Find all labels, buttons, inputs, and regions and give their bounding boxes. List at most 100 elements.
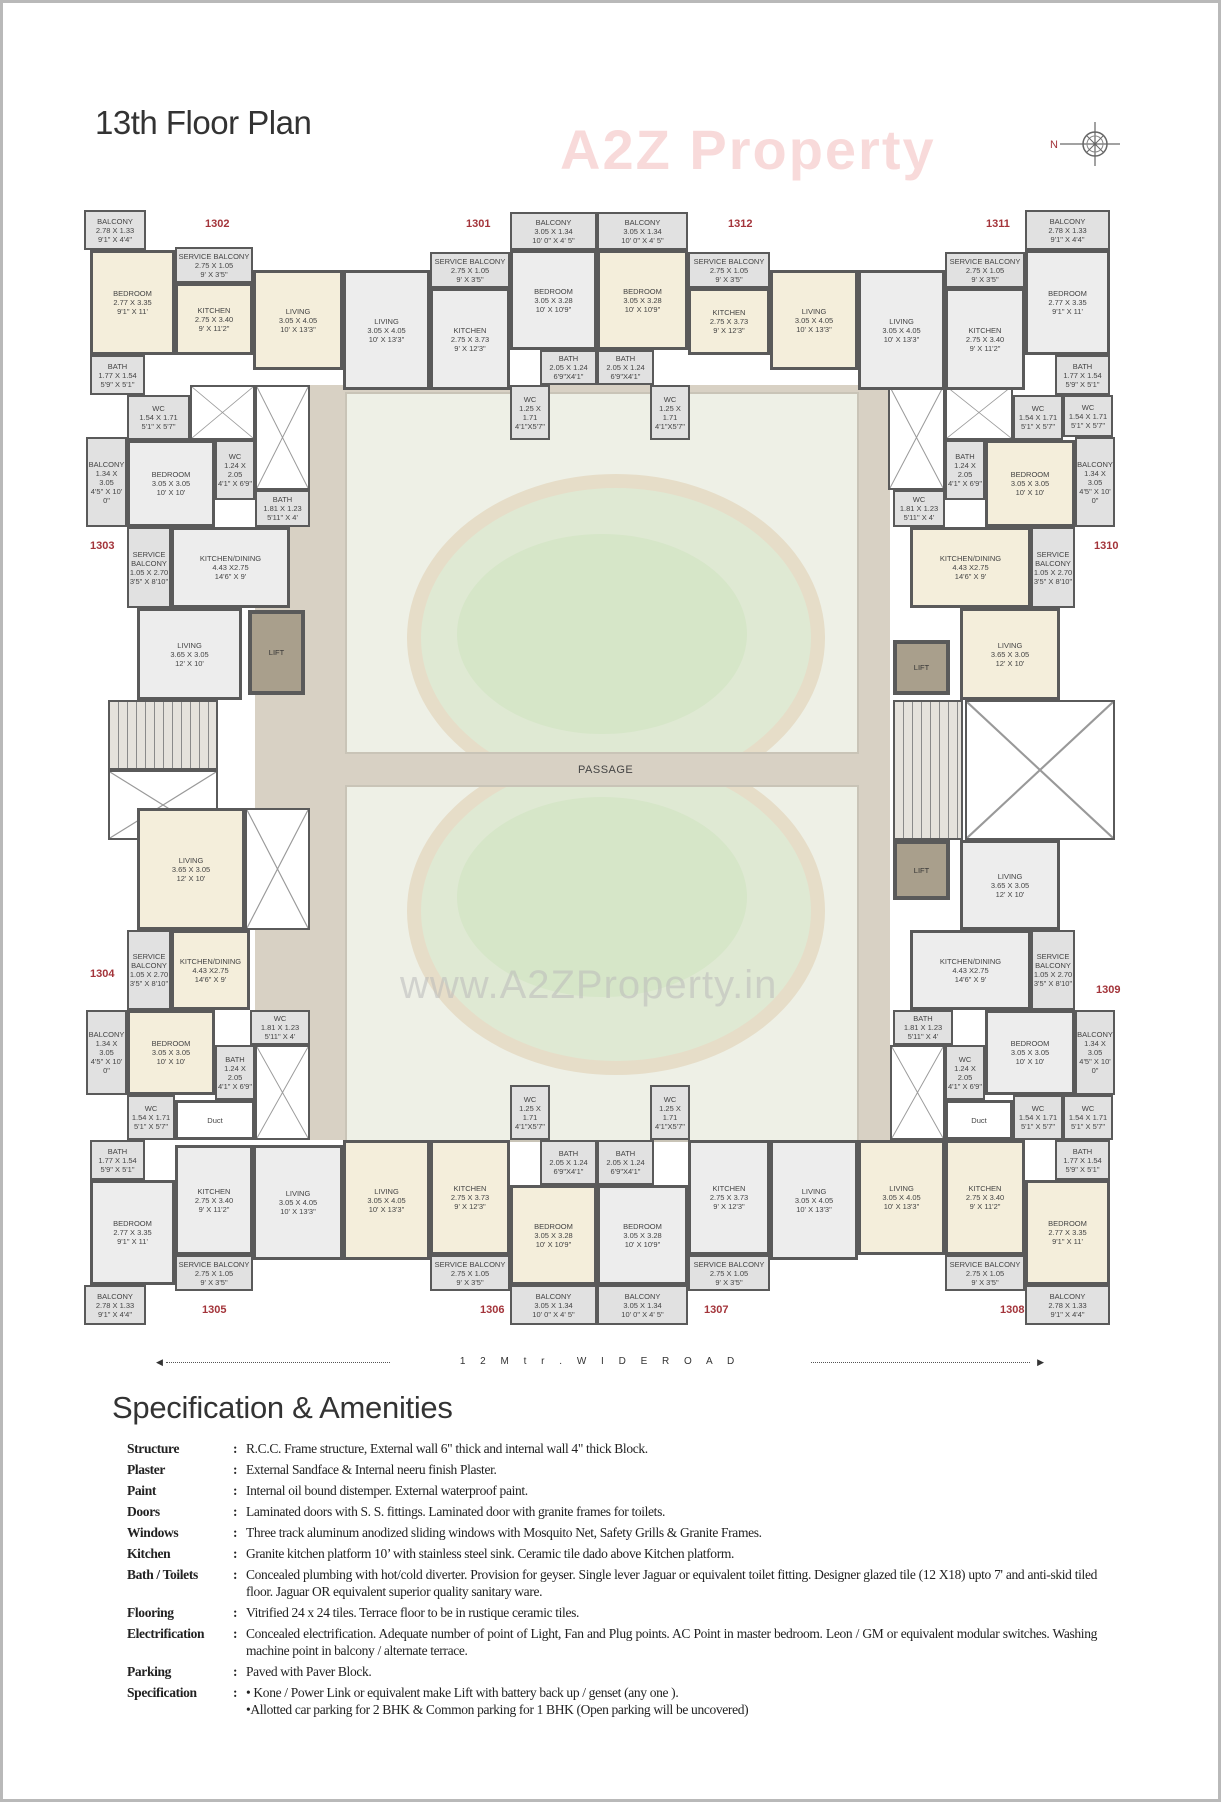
room-size-metric: 2.77 X 3.35 xyxy=(113,1228,152,1237)
room-size-metric: 1.77 X 1.54 xyxy=(98,370,137,380)
room-size-metric: 2.77 X 3.35 xyxy=(113,298,152,307)
room-size-feet: 4'1" X 6'9" xyxy=(947,1081,983,1091)
unit-number: 1306 xyxy=(480,1304,505,1316)
room-name: BALCONY xyxy=(624,217,661,227)
room-size-feet: 10' X 10'9" xyxy=(624,304,661,314)
room-name: BALCONY xyxy=(97,1291,133,1301)
room-name: BATH xyxy=(1072,361,1093,371)
room-size-feet: 6'9"X4'1" xyxy=(553,372,584,381)
room-size-metric: 1.24 X 2.05 xyxy=(224,461,246,479)
room-name: LIVING xyxy=(285,1189,311,1198)
room-size-feet: 5'1" X 5'7" xyxy=(141,422,176,431)
room-size-metric: 3.05 X 3.28 xyxy=(534,1230,573,1240)
room-name: BEDROOM xyxy=(1048,1219,1087,1228)
room-size-metric: 1.81 X 1.23 xyxy=(903,1023,943,1032)
room-name: WC xyxy=(1031,1104,1045,1113)
room-name: LIVING xyxy=(374,1186,399,1196)
room-size-feet: 9' X 11'2" xyxy=(198,1204,230,1214)
room-name: BATH xyxy=(913,1014,933,1023)
room-size-metric: 2.78 X 1.33 xyxy=(95,225,135,235)
room-size-metric: 4.43 X2.75 xyxy=(212,563,249,572)
room-name: KITCHEN xyxy=(712,308,746,317)
room-name: SERVICE BALCONY xyxy=(434,256,506,266)
room-name: LIVING xyxy=(177,640,202,650)
room-name: KITCHEN/DINING xyxy=(199,554,262,563)
room-size-feet: 9' X 3'5" xyxy=(715,1277,743,1287)
room-size-metric: 2.75 X 1.05 xyxy=(965,265,1005,275)
spec-value: Laminated doors with S. S. fittings. Lam… xyxy=(246,1503,1097,1520)
room-size-feet: 10' X 13'3" xyxy=(280,324,316,334)
room-size-feet: 5'1" X 5'7" xyxy=(1070,1122,1106,1131)
room-size-feet: 4'5" X 10' 0" xyxy=(90,486,123,505)
room-size-metric: 3.05 X 4.05 xyxy=(278,315,318,325)
room-name: WC xyxy=(958,1054,972,1064)
room-size-metric: 2.75 X 1.05 xyxy=(965,1268,1005,1278)
room-size-metric: 3.05 X 4.05 xyxy=(367,325,406,335)
room-size-metric: 1.34 X 3.05 xyxy=(1084,1039,1106,1057)
room-name: SERVICE BALCONY xyxy=(434,1259,506,1269)
unit-number: 1312 xyxy=(728,218,753,230)
spec-value: Internal oil bound distemper. External w… xyxy=(246,1482,1097,1499)
room-size-feet: 9'1" X 4'4" xyxy=(1050,1309,1085,1319)
spec-label: Bath / Toilets xyxy=(127,1567,198,1582)
room-size-feet: 5'1" X 5'7" xyxy=(133,1122,169,1131)
room-name: WC xyxy=(1081,1104,1095,1113)
open-shaft xyxy=(255,1045,310,1140)
room-size-feet: 4'1" X 6'9" xyxy=(217,479,253,488)
room-size-feet: 9' X 11'2" xyxy=(969,343,1001,353)
road-label: 1 2 M t r . W I D E R O A D xyxy=(390,1355,810,1369)
room-size-metric: 3.05 X 4.05 xyxy=(794,315,834,325)
room-name: SERVICE BALCONY xyxy=(949,1259,1021,1269)
room-name: LIVING xyxy=(178,855,204,865)
room-size-metric: 2.75 X 3.73 xyxy=(709,1193,749,1202)
room-size-metric: 2.75 X 1.05 xyxy=(194,1268,234,1278)
room-size-feet: 5'1" X 5'7" xyxy=(1020,422,1056,431)
spec-row: Kitchen:Granite kitchen platform 10’ wit… xyxy=(127,1545,1097,1562)
room-size-metric: 4.43 X2.75 xyxy=(952,563,989,572)
room-size-metric: 3.05 X 4.05 xyxy=(367,1195,406,1205)
room-size-feet: 5'1" X 5'7" xyxy=(1020,1122,1056,1131)
room-name: BEDROOM xyxy=(151,1039,191,1048)
room-size-metric: 1.24 X 2.05 xyxy=(954,1063,976,1082)
room-size-feet: 10' X 13'3" xyxy=(368,334,405,344)
spec-colon: : xyxy=(233,1504,238,1519)
room-name: LIVING xyxy=(997,640,1023,650)
room-size-metric: 1.81 X 1.23 xyxy=(263,504,302,513)
staircase xyxy=(893,700,963,840)
room-size-metric: 4.43 X2.75 xyxy=(192,965,229,975)
room-name: WC xyxy=(152,404,165,413)
spec-label: Electrification xyxy=(127,1626,205,1641)
room-size-feet: 12' X 10' xyxy=(175,658,204,668)
room-name: WC xyxy=(1031,404,1045,413)
room-size-metric: 3.05 X 3.05 xyxy=(151,1048,191,1057)
spec-line: Paved with Paver Block. xyxy=(246,1664,372,1679)
room-size-feet: 5'11" X 4' xyxy=(264,1032,296,1041)
room-name: KITCHEN xyxy=(197,305,231,315)
room-name: LIFT xyxy=(913,663,930,672)
spec-label: Specification xyxy=(127,1685,197,1700)
room-size-feet: 12' X 10' xyxy=(995,658,1025,668)
room-size-feet: 5'9" X 5'1" xyxy=(100,1164,135,1174)
room-size-feet: 5'11" X 4' xyxy=(903,513,935,522)
room-name: BATH xyxy=(107,1146,128,1156)
room-size-feet: 10' X 10' xyxy=(156,1057,186,1066)
